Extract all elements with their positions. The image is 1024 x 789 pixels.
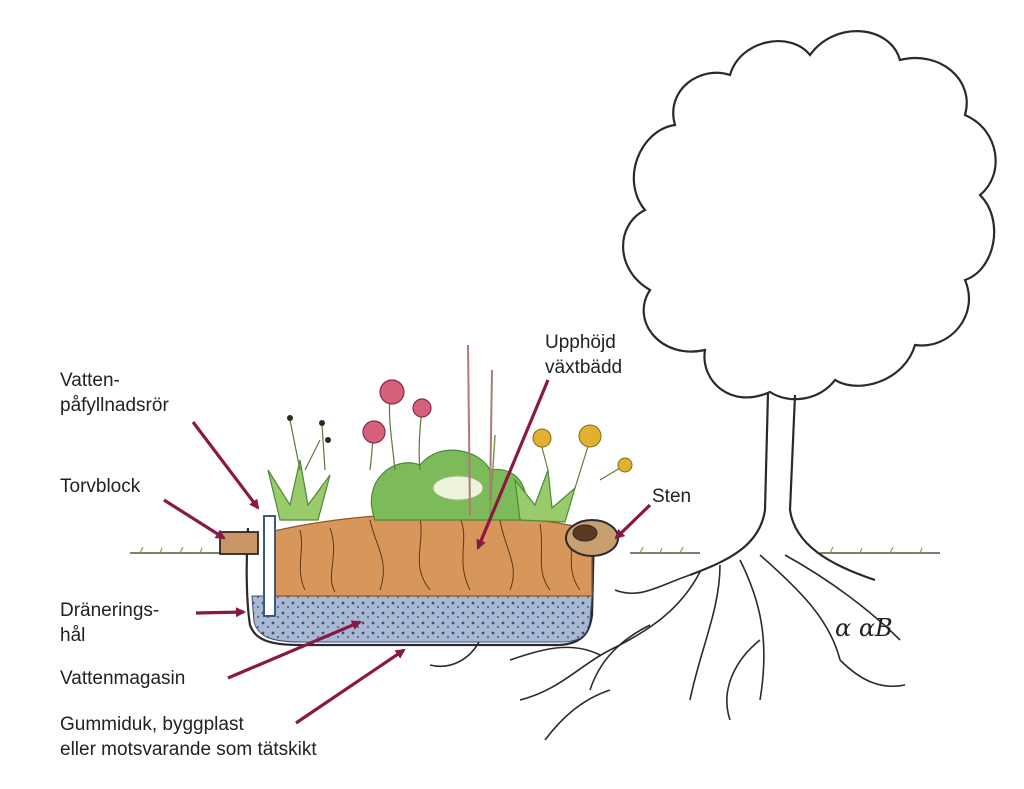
arrow-sten bbox=[614, 503, 652, 540]
arrow-dranerings-hal bbox=[195, 607, 246, 618]
plants bbox=[267, 344, 633, 523]
water-reservoir bbox=[251, 595, 593, 643]
arrow-torvblock bbox=[163, 498, 226, 540]
label-upphojd-vaxtbadd: Upphöjd växtbädd bbox=[545, 332, 623, 378]
stone bbox=[565, 519, 619, 557]
label-vattenpafyllnadsror: Vatten- påfyllnadsrör bbox=[60, 370, 169, 416]
artist-signature: ɑ ɑB bbox=[835, 614, 893, 642]
tree-trunk bbox=[689, 391, 876, 582]
arrows bbox=[163, 379, 652, 725]
label-gummiduk: Gummiduk, byggplast eller motsvarande so… bbox=[60, 714, 317, 760]
tree-crown bbox=[622, 30, 997, 401]
label-torvblock: Torvblock bbox=[60, 476, 141, 497]
plant-roots bbox=[299, 517, 581, 593]
arrow-upphojd-vaxtbadd bbox=[476, 379, 550, 550]
arrow-vattenpafyllnadsror bbox=[191, 421, 260, 510]
label-sten: Sten bbox=[652, 486, 692, 507]
label-dranerings-hal: Dränerings- hål bbox=[60, 600, 160, 646]
arrow-vattenmagasin bbox=[227, 620, 362, 680]
peat-block bbox=[219, 531, 259, 555]
soil-bed bbox=[269, 512, 593, 597]
arrow-gummiduk bbox=[295, 648, 406, 725]
fill-pipe bbox=[263, 515, 276, 617]
label-vattenmagasin: Vattenmagasin bbox=[60, 668, 186, 689]
